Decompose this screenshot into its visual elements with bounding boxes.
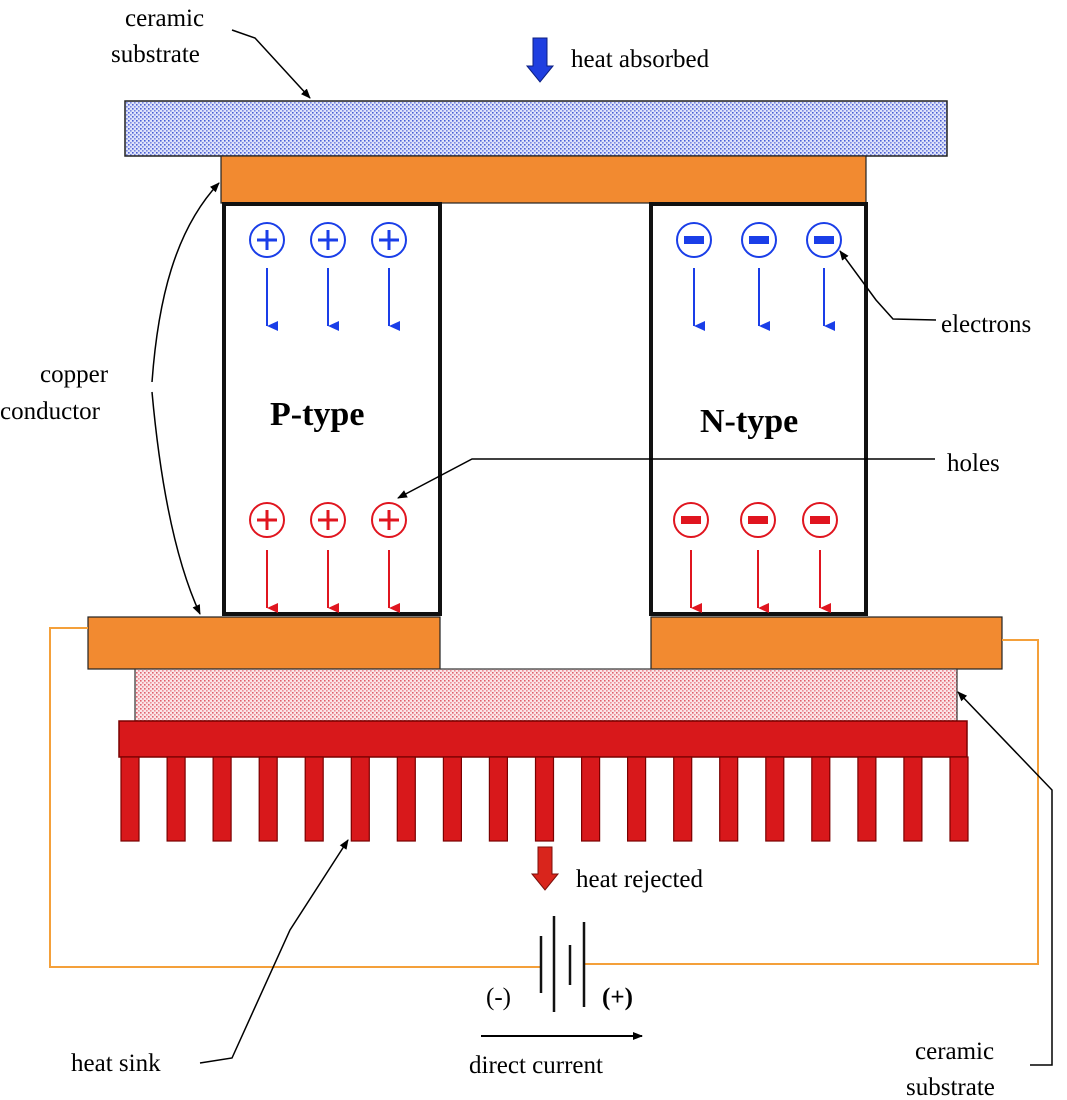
p-type-leg	[222, 202, 442, 616]
circuit-wire-left	[49, 627, 541, 968]
electrons-label: electrons	[941, 311, 1031, 338]
ceramic-substrate-bottom-label-line1: ceramic	[915, 1038, 994, 1065]
heat-sink-label: heat sink	[71, 1050, 161, 1077]
ceramic-substrate-top-label-line2: substrate	[111, 41, 200, 68]
hole-carrier-top	[249, 222, 285, 258]
top-ceramic-substrate	[124, 100, 948, 157]
heat-sink-fin	[949, 756, 969, 842]
heat-sink-fin	[212, 756, 232, 842]
ceramic-substrate-top-label-line1: ceramic	[125, 5, 204, 32]
heat-sink-fin	[903, 756, 923, 842]
heat-sink-fin	[258, 756, 278, 842]
heat-absorbed-label: heat absorbed	[571, 46, 710, 73]
holes-leader-line	[397, 458, 935, 499]
heat-sink-fin	[626, 756, 647, 842]
hole-carrier-bottom	[249, 502, 285, 538]
heat-sink-fin	[580, 756, 601, 842]
hole-carrier-top	[310, 222, 346, 258]
holes-label: holes	[947, 450, 1000, 477]
bottom-ceramic-substrate	[134, 668, 958, 722]
heat-sink-fin	[166, 756, 186, 842]
n-type-label: N-type	[700, 403, 798, 440]
heat-sink-fin	[534, 756, 555, 842]
direct-current-label: direct current	[469, 1052, 603, 1079]
heat-rejected-label: heat rejected	[576, 866, 703, 893]
heat-sink-fin	[765, 756, 785, 842]
ceramic-bottom-leader-line	[957, 691, 1053, 1066]
heat-sink-base	[118, 720, 968, 758]
bottom-copper-conductor-right	[650, 616, 1003, 670]
copper-leader-line-bottom	[151, 391, 201, 615]
heat-sink-fin	[719, 756, 739, 842]
electron-carrier-bottom	[802, 502, 838, 538]
heat-sink-fin	[811, 756, 831, 842]
heat-sink-fin	[350, 756, 370, 842]
electron-carrier-top	[806, 222, 842, 258]
battery-positive-label: (+)	[602, 984, 633, 1011]
hole-carrier-bottom	[371, 502, 407, 538]
heat-sink-fin	[488, 756, 508, 842]
hole-carrier-bottom	[310, 502, 346, 538]
bottom-copper-conductor-left	[87, 616, 441, 670]
heat-sink-fin	[396, 756, 416, 842]
copper-conductor-label-line1: copper	[40, 361, 109, 388]
heat-sink-leader-line	[199, 839, 349, 1064]
heat-sink-fins	[120, 756, 969, 842]
electron-carrier-bottom	[740, 502, 776, 538]
hole-carrier-top	[371, 222, 407, 258]
ceramic-top-leader-line	[231, 29, 311, 99]
heat-rejected-arrow-icon	[530, 846, 560, 891]
battery	[539, 916, 586, 1012]
heat-sink-fin	[673, 756, 693, 842]
heat-sink-fin	[120, 756, 140, 842]
top-copper-conductor	[220, 155, 867, 204]
electron-carrier-top	[741, 222, 777, 258]
ceramic-substrate-bottom-label-line2: substrate	[906, 1074, 995, 1100]
copper-leader-line-top	[151, 182, 220, 383]
electron-carrier-bottom	[673, 502, 709, 538]
charge-carriers	[249, 222, 842, 613]
circuit-wire-right	[585, 639, 1039, 965]
heat-absorbed-arrow-icon	[525, 37, 555, 83]
p-type-label: P-type	[270, 396, 364, 433]
heat-sink-fin	[442, 756, 462, 842]
heat-sink-fin	[304, 756, 324, 842]
copper-conductor-label-line2: conductor	[0, 398, 101, 425]
electron-carrier-top	[676, 222, 712, 258]
battery-negative-label: (-)	[486, 984, 511, 1011]
heat-sink-fin	[857, 756, 877, 842]
electrons-leader-line	[839, 250, 937, 321]
